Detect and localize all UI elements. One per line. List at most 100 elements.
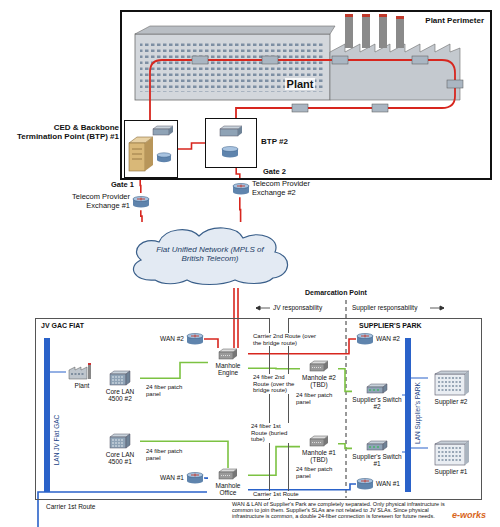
drawing-svg xyxy=(309,435,329,447)
drawing-svg xyxy=(366,440,388,451)
drawing-rect xyxy=(367,387,383,393)
router-icon xyxy=(186,472,204,484)
drawing-rect xyxy=(219,472,233,479)
drawing-path xyxy=(312,442,322,443)
device-label: WAN #2 xyxy=(160,335,184,342)
device-label: Manhole Engine xyxy=(208,362,248,377)
box-heading: BTP #2 xyxy=(261,137,288,146)
exchange-router: Telecom Provider Exchange #1 xyxy=(58,193,150,210)
device-label: WAN #1 xyxy=(376,480,400,487)
annotation: 24 fiber patch panel xyxy=(296,466,342,479)
drawing-rect xyxy=(367,444,383,450)
manhole-icon xyxy=(309,435,329,447)
drawing-ellipse xyxy=(133,202,149,207)
drawing-rect xyxy=(447,80,463,88)
drawing-path xyxy=(126,434,130,448)
annotation: Demarcation Point xyxy=(305,289,367,297)
drawing-ellipse xyxy=(357,485,373,490)
supplier-building: Supplier #2 xyxy=(425,370,477,405)
drawing-svg xyxy=(109,370,131,386)
drawing-ellipse xyxy=(187,334,203,339)
supplier-switch: Supplier's Switch #1 xyxy=(352,440,402,468)
drawing-svg xyxy=(356,333,374,345)
supplier-switch: Supplier's Switch #2 xyxy=(352,383,402,411)
wan-router: WAN #2 xyxy=(356,333,400,345)
drawing-svg xyxy=(132,196,150,208)
drawing-rect xyxy=(396,16,404,19)
device-label: Manhole #2 (TBD) xyxy=(300,374,338,389)
drawing-path xyxy=(465,441,469,465)
drawing-path xyxy=(237,184,245,187)
cable-connector xyxy=(239,197,241,222)
annotation: Carrier 1st Route xyxy=(46,503,96,510)
drawing-path xyxy=(438,448,462,460)
drawing-path xyxy=(133,228,287,285)
termination-box: CED & Backbone Termination Point (BTP) #… xyxy=(124,120,178,178)
drawing-rect xyxy=(135,34,330,100)
drawing-rect xyxy=(362,14,370,17)
drawing-svg xyxy=(186,333,204,345)
drawing-rect xyxy=(396,16,404,48)
cable-connector xyxy=(204,339,218,348)
drawing-rect xyxy=(219,352,233,359)
drawing-rect xyxy=(310,364,324,371)
drawing-svg xyxy=(433,440,469,466)
manhole: Manhole Office xyxy=(208,468,248,497)
drawing-rect xyxy=(435,374,465,395)
drawing-path xyxy=(324,436,328,446)
drawing-path xyxy=(233,349,237,359)
drawing-svg xyxy=(232,183,250,195)
route-label: Gate 1 xyxy=(110,181,135,189)
device-label: Manhole #1 (TBD) xyxy=(300,449,338,464)
drawing-path xyxy=(50,372,428,452)
cable-connector xyxy=(338,444,352,449)
region-title: JV GAC FIAT xyxy=(41,322,84,330)
cable-connector xyxy=(248,484,356,490)
drawing-path xyxy=(112,377,124,383)
device-label: Supplier #1 xyxy=(425,468,477,475)
drawing-path xyxy=(132,149,142,159)
device-label: Manhole Office xyxy=(208,482,248,497)
drawing-path xyxy=(238,126,242,136)
site-region: JV GAC FIATWAN #2Core LAN 4500 #2Manhole… xyxy=(35,318,270,500)
drawing-rect xyxy=(262,56,278,64)
drawing-path xyxy=(324,361,328,371)
drawing-path xyxy=(137,197,145,200)
drawing-path xyxy=(145,137,153,171)
wan-router: WAN #2 xyxy=(160,333,204,345)
manhole-icon xyxy=(218,468,238,480)
building-icon xyxy=(433,370,469,396)
drawing-rect xyxy=(332,56,348,64)
drawing-rect xyxy=(405,338,411,492)
route-label: Carrier 1st Route xyxy=(252,491,300,498)
lan-bars xyxy=(44,338,428,492)
wan-router: WAN #1 xyxy=(356,478,400,490)
drawing-svg xyxy=(433,370,469,396)
drawing-path xyxy=(135,26,335,34)
manhole: Manhole #2 (TBD) xyxy=(300,360,338,389)
supplier-building: Supplier #1 xyxy=(425,440,477,475)
drawing-path xyxy=(330,44,460,100)
annotation: e-works xyxy=(452,511,486,521)
drawing-rect xyxy=(292,104,308,112)
drawing-rect xyxy=(379,14,387,17)
drawing-rect xyxy=(379,14,387,48)
route-label: Gate 2 xyxy=(262,168,287,176)
plant-ring xyxy=(150,60,455,120)
manhole-icon xyxy=(218,348,238,360)
drawing-ellipse xyxy=(157,158,171,162)
annotation: 24 fiber patch panel xyxy=(146,384,196,397)
drawing-svg xyxy=(109,433,131,449)
drawing-path xyxy=(361,335,369,338)
drawing-path xyxy=(221,475,231,476)
drawing-path xyxy=(38,492,207,527)
drawing-rect xyxy=(88,363,91,365)
factory-building xyxy=(135,14,460,100)
drawing-rect xyxy=(110,374,126,385)
drawing-rect xyxy=(345,14,353,48)
drawing-path xyxy=(112,440,124,446)
drawing-ellipse xyxy=(157,153,171,157)
drawing-svg xyxy=(218,468,238,480)
drawing-path xyxy=(435,441,469,444)
